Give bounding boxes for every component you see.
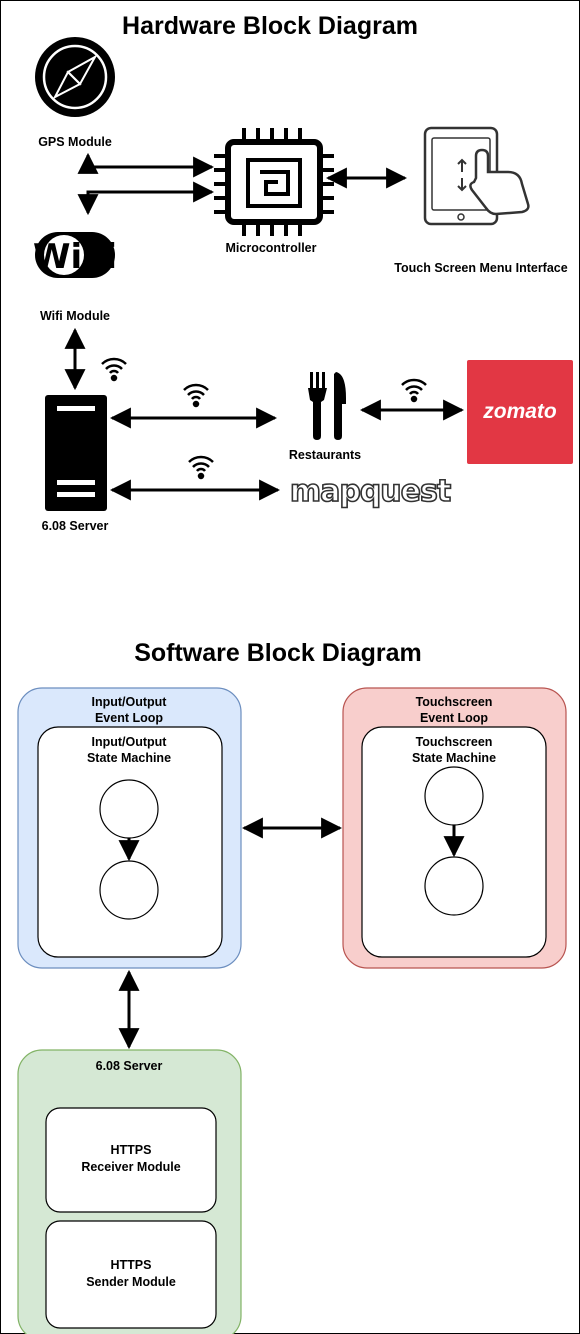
zomato-logo: zomato — [467, 360, 573, 464]
compass-icon — [35, 37, 115, 117]
wifi-signal-icon — [188, 455, 214, 480]
software-title: Software Block Diagram — [134, 639, 422, 667]
io-state-machine-label-line2: State Machine — [87, 751, 171, 765]
io-event-loop-label-line1: Input/Output — [92, 695, 168, 709]
wifi-signal-icon — [401, 378, 427, 403]
wifi-signal-icon — [101, 357, 127, 382]
restaurants-label: Restaurants — [289, 448, 361, 462]
https-sender-module — [45, 1220, 217, 1329]
ts-state-node — [424, 856, 484, 916]
tablet-touch-icon — [423, 126, 530, 226]
ts-state-machine-label-line1: Touchscreen — [416, 735, 493, 749]
io-event-loop-label-line2: Event Loop — [95, 711, 163, 725]
wifi-logo-text: WiFi — [33, 237, 117, 277]
wifi-micro-connector — [77, 181, 215, 216]
io-state-machine-label-line1: Input/Output — [92, 735, 168, 749]
ts-state-node — [424, 766, 484, 826]
touch-screen-label: Touch Screen Menu Interface — [394, 261, 567, 275]
mapquest-logo: mapquest — [289, 473, 453, 510]
server-box-label: 6.08 Server — [96, 1059, 163, 1073]
gps-module-label: GPS Module — [38, 135, 112, 149]
gps-micro-connector — [77, 152, 215, 178]
ts-state-machine-label-line2: State Machine — [412, 751, 496, 765]
zomato-logo-text: zomato — [482, 400, 557, 423]
server-label: 6.08 Server — [42, 519, 109, 533]
ts-event-loop-label-line2: Event Loop — [420, 711, 488, 725]
io-state-node — [99, 779, 159, 839]
receiver-label-line1: HTTPS — [111, 1143, 152, 1157]
wifi-module-label: Wifi Module — [40, 309, 110, 323]
mapquest-logo-text: mapquest — [290, 474, 451, 509]
sender-label-line1: HTTPS — [111, 1258, 152, 1272]
wifi-signal-icon — [183, 383, 209, 408]
ts-event-loop-label-line1: Touchscreen — [416, 695, 493, 709]
fork-knife-icon — [308, 372, 346, 440]
sender-label-line2: Sender Module — [86, 1275, 176, 1289]
microcontroller-label: Microcontroller — [226, 241, 317, 255]
io-state-node — [99, 860, 159, 920]
receiver-label-line2: Receiver Module — [81, 1160, 180, 1174]
microcontroller-icon — [214, 128, 334, 236]
server-icon — [45, 395, 107, 511]
wifi-logo-icon: WiFi — [33, 232, 117, 278]
hardware-title: Hardware Block Diagram — [122, 12, 418, 40]
https-receiver-module — [45, 1107, 217, 1213]
